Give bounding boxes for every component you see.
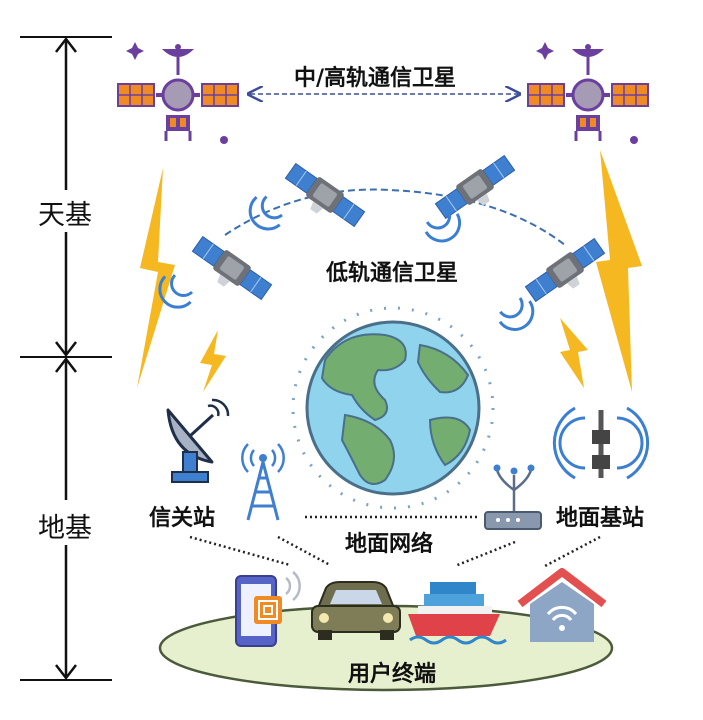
dish-antenna-icon (166, 398, 230, 483)
sparkle-icon (536, 42, 554, 60)
globe-icon (291, 306, 495, 510)
space-segment-label: 天基 (38, 200, 92, 231)
segment-scale-bar (20, 36, 112, 681)
leo-satellites-label: 低轨通信卫星 (326, 260, 459, 286)
smart-home-icon (517, 568, 607, 642)
lightning-icon (137, 150, 642, 392)
heo-satellites-label: 中/高轨通信卫星 (294, 65, 457, 91)
leo-satellite (278, 160, 367, 236)
ground-network-links (189, 515, 601, 568)
car-icon (311, 581, 401, 640)
router-icon (484, 464, 542, 530)
cell-tower-icon (552, 406, 650, 480)
ground-base-station-label: 地面基站 (556, 505, 645, 531)
ship-icon (408, 582, 507, 645)
ground-segment-label: 地基 (38, 513, 92, 544)
leo-satellite (185, 233, 274, 309)
heo-satellite-left (118, 42, 238, 144)
leo-satellite (523, 235, 612, 311)
smartphone-icon (235, 571, 301, 647)
user-terminals-label: 用户终端 (348, 661, 437, 687)
gateway-label: 信关站 (149, 505, 216, 531)
radio-tower-icon (241, 443, 285, 521)
ground-network-label: 地面网络 (345, 531, 434, 557)
leo-satellite (433, 152, 522, 228)
leo-orbit (224, 188, 566, 246)
sparkle-icon (126, 42, 144, 60)
heo-satellite-right (528, 42, 648, 144)
